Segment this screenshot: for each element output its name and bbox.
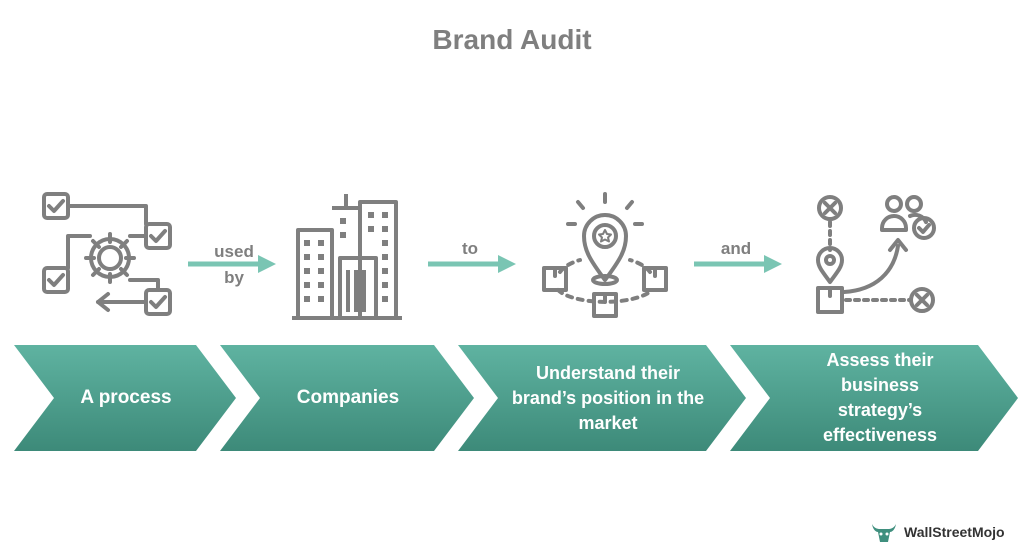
wallstreetmojo-logo: WallStreetMojo: [870, 518, 1005, 546]
connector-label-to: to: [461, 239, 479, 258]
connector-label-used: used: [214, 242, 254, 261]
connector-label-and: and: [720, 239, 752, 258]
chevron-step-3: [458, 345, 746, 451]
market-position-icon: [542, 192, 668, 318]
process-flow-icon: [42, 192, 172, 316]
page-title: Brand Audit: [432, 24, 592, 55]
chevron-step-2: [220, 345, 474, 451]
connector-arrow-2: [428, 255, 516, 273]
step-label-process: A process: [80, 387, 172, 408]
step-label-understand-position: Understand their brand’s position in the…: [511, 362, 705, 433]
chevron-step-4: [730, 345, 1018, 451]
step-label-companies: Companies: [296, 387, 400, 408]
step-label-assess-strategy: Assess their business strategy’s effecti…: [822, 350, 938, 445]
connector-arrow-1: [188, 255, 276, 273]
strategy-path-icon: [816, 195, 936, 314]
logo-text: WallStreetMojo: [904, 524, 1005, 540]
office-buildings-icon: [292, 194, 402, 320]
bull-logo-icon: [872, 524, 896, 542]
chevron-step-1: [14, 345, 236, 451]
connector-label-by: by: [224, 268, 244, 287]
connector-arrow-3: [694, 255, 782, 273]
